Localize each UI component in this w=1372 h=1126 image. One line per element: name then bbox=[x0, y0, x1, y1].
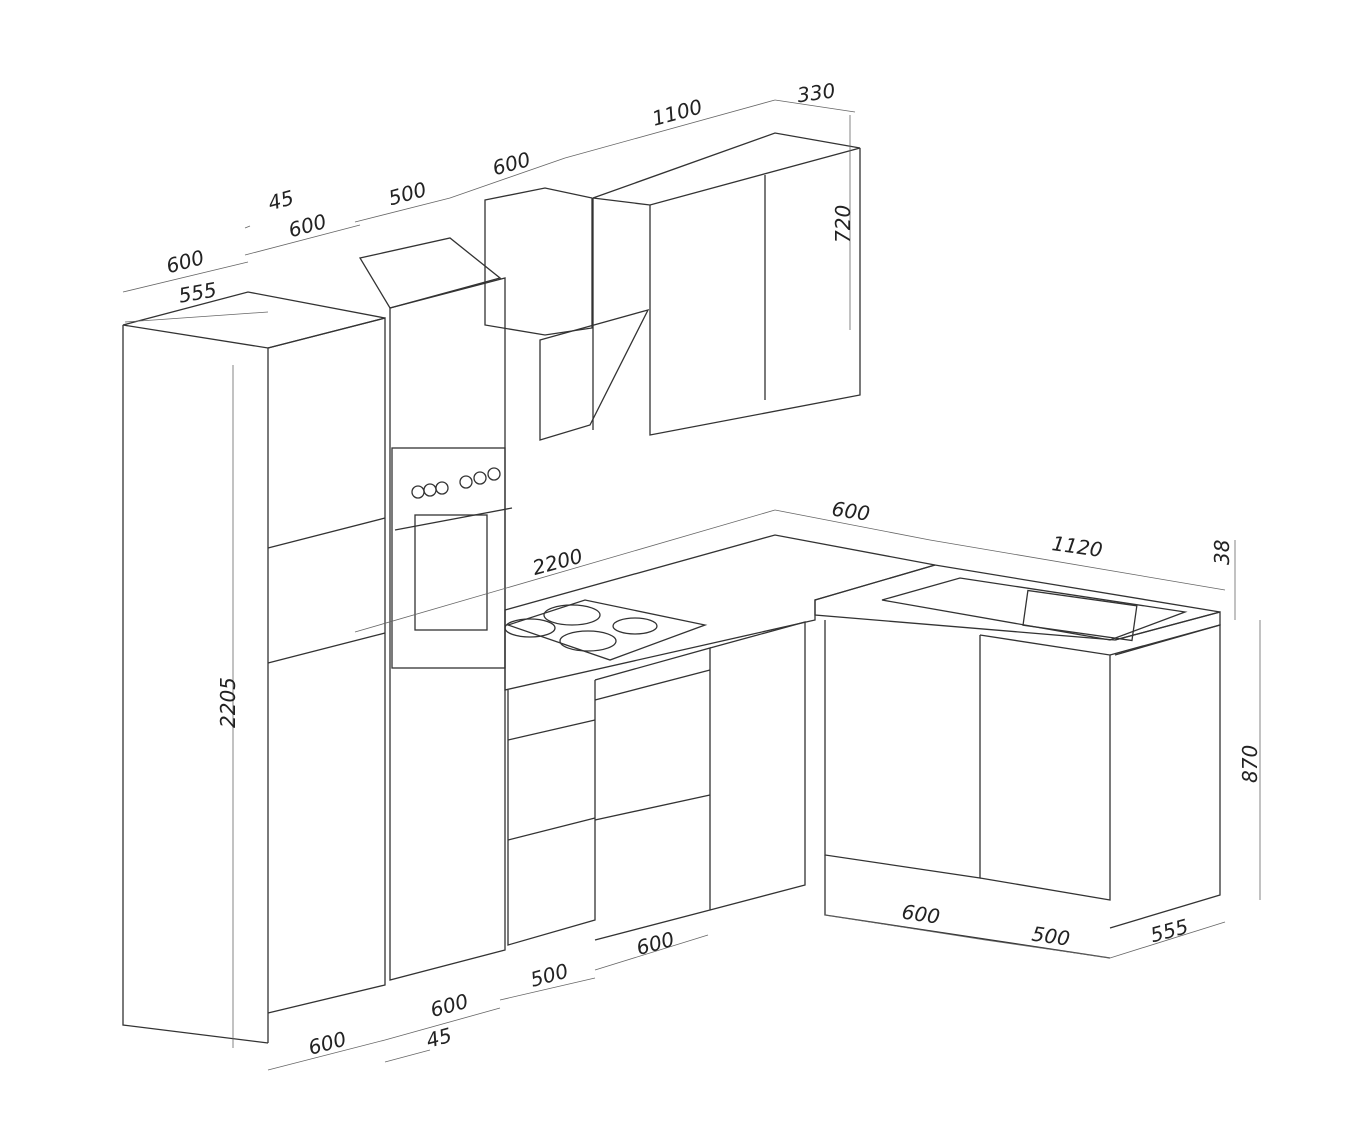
dim-gap-45-bottom: 45 bbox=[424, 1023, 455, 1053]
dim-oven-base-600: 600 bbox=[428, 989, 471, 1022]
dim-wall-height: 720 bbox=[831, 205, 855, 243]
dim-tall-height: 2205 bbox=[216, 677, 240, 728]
dim-fridge-base-600: 600 bbox=[306, 1027, 349, 1060]
dim-tall-depth-555: 555 bbox=[177, 277, 219, 307]
dim-gap-45: 45 bbox=[265, 185, 296, 215]
dimension-labels: 330 1100 600 500 45 600 600 555 720 2205… bbox=[164, 78, 1262, 1059]
tall-oven-cabinet bbox=[358, 237, 513, 981]
oven-window bbox=[414, 514, 488, 631]
dim-sink-depth-555: 555 bbox=[1148, 914, 1191, 947]
dim-base-height: 870 bbox=[1238, 745, 1262, 783]
dim-drawer-500: 500 bbox=[528, 959, 571, 992]
extractor-hood bbox=[484, 187, 650, 441]
hob bbox=[504, 599, 708, 661]
dim-fridge-width: 600 bbox=[286, 209, 329, 242]
sink bbox=[881, 577, 1188, 642]
dim-corner-depth: 600 bbox=[830, 497, 871, 526]
dim-sink-run: 1120 bbox=[1050, 531, 1104, 562]
dim-sink-base-600: 600 bbox=[900, 900, 941, 929]
base-cabinets bbox=[507, 620, 1221, 959]
dim-wall-cabinet-width: 1100 bbox=[649, 94, 704, 130]
dim-upper-depth: 330 bbox=[796, 78, 837, 107]
dim-worktop-thickness: 38 bbox=[1210, 540, 1234, 565]
dim-drawer-600: 600 bbox=[634, 927, 677, 960]
dimension-lines bbox=[122, 99, 1261, 1071]
countertop bbox=[504, 534, 1221, 691]
wall-cabinets bbox=[592, 132, 861, 436]
dim-main-run: 2200 bbox=[530, 544, 585, 580]
dim-sink-base-500: 500 bbox=[1030, 922, 1071, 951]
tall-fridge-cabinet bbox=[122, 291, 386, 1044]
dim-hood-width: 600 bbox=[490, 147, 533, 180]
